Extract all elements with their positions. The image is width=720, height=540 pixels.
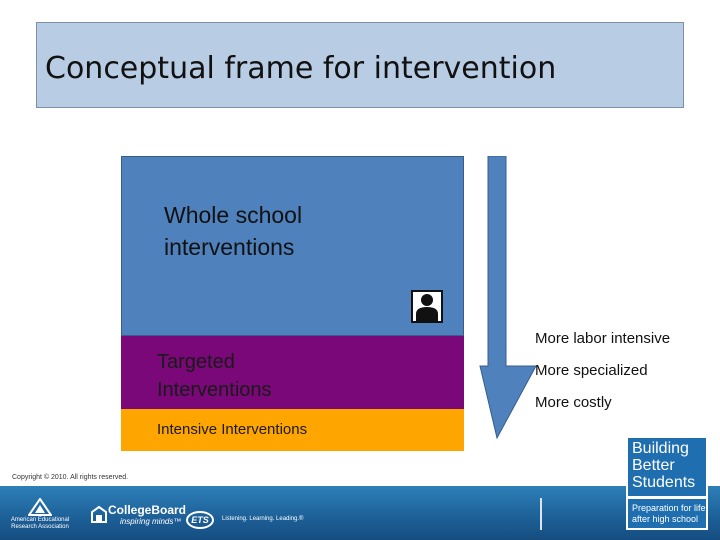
footer-bar [0,486,720,540]
ets-tagline: Listening. Learning. Leading.® [222,516,304,522]
effect-item: More specialized [535,362,648,379]
branding-title: Building Better Students [626,436,708,498]
tier-whole-school-label: Whole school interventions [164,202,303,260]
aera-logo-icon [28,498,52,516]
tier-targeted: Targeted Interventions [121,336,464,409]
tier-intensive-label: Intensive Interventions [157,421,308,438]
tier-whole-school: Whole school interventions [121,156,464,336]
aera-name: American Educational Research Associatio… [10,517,70,530]
effects-list: More labor intensive More specialized Mo… [535,330,715,426]
footer-divider [540,498,542,530]
effect-item: More labor intensive [535,330,671,347]
down-arrow-icon [479,156,537,439]
collegeboard-logo-icon [91,505,107,523]
branding-subtitle: Preparation for life after high school [626,498,708,530]
person-icon [411,290,443,323]
slide-title: Conceptual frame for intervention [45,51,557,86]
collegeboard-tagline: inspiring minds™ [120,517,182,526]
intervention-stack: Whole school interventions Targeted Inte… [121,156,464,451]
effect-item: More costly [535,394,612,411]
title-box: Conceptual frame for intervention [36,22,684,108]
ets-logo: ETS [186,511,214,529]
tier-targeted-label: Targeted Interventions [157,351,272,401]
tier-intensive: Intensive Interventions [121,409,464,451]
collegeboard-name: CollegeBoard [108,503,187,517]
copyright-text: Copyright © 2010. All rights reserved. [12,474,129,481]
